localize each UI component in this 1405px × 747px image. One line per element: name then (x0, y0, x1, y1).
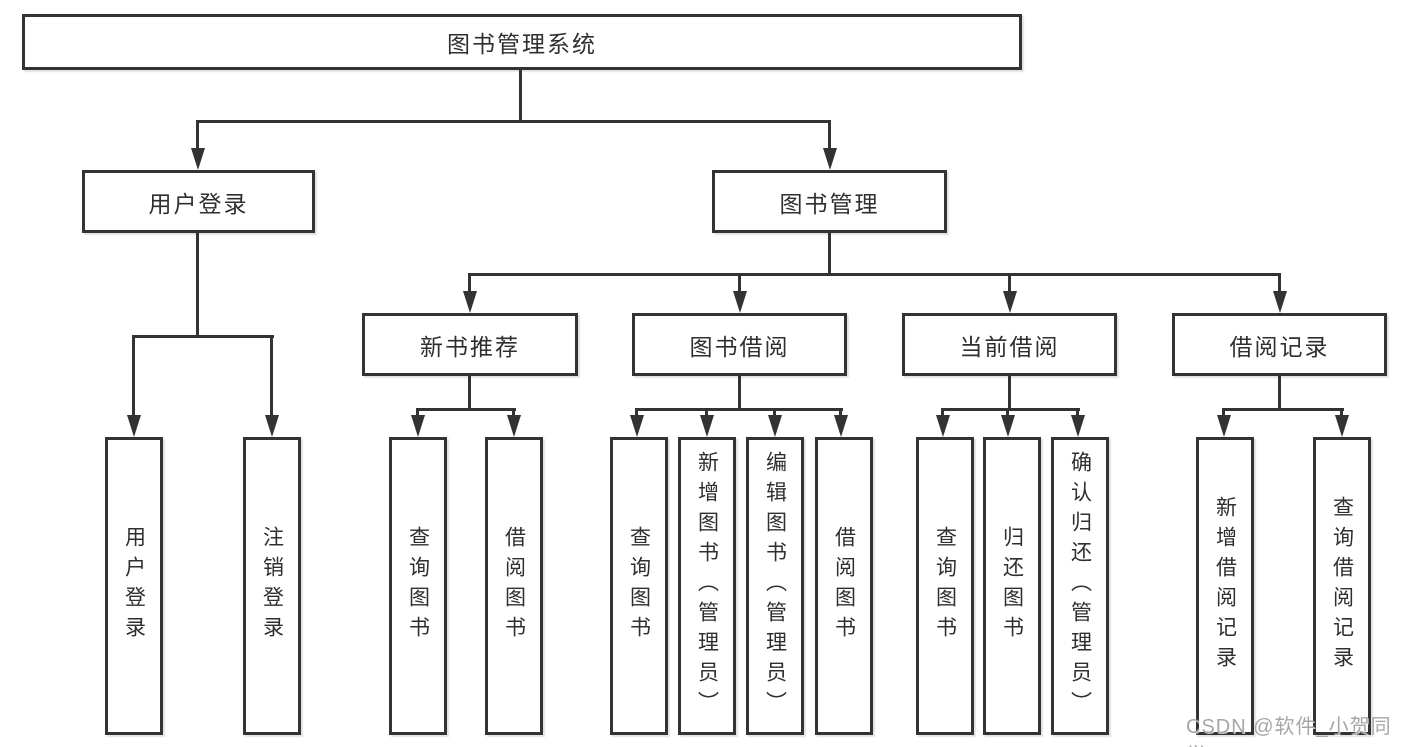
connector-root-stem (519, 70, 522, 122)
leaf-nb-borrow-books: 借阅图书 (485, 437, 543, 735)
connector-book-borrow-rail (635, 408, 843, 411)
leaf-cb-return-books-label: 归还图书 (1000, 526, 1024, 646)
connector-borrow-records-rail (1222, 408, 1344, 411)
leaf-nb-borrow-books-label: 借阅图书 (502, 526, 526, 646)
connector-user-login-stem (196, 233, 199, 337)
node-current-borrow: 当前借阅 (902, 313, 1117, 376)
arrow-cb-query (936, 415, 950, 437)
leaf-nb-query-books-label: 查询图书 (406, 526, 430, 646)
arrow-bb-borrow (834, 415, 848, 437)
connector-stub-leaf-logout (270, 335, 273, 417)
node-book-mgmt: 图书管理 (712, 170, 947, 233)
leaf-cb-query-books: 查询图书 (916, 437, 974, 735)
leaf-nb-query-books: 查询图书 (389, 437, 447, 735)
leaf-br-add-record: 新增借阅记录 (1196, 437, 1254, 735)
connector-stub-new-books (468, 273, 471, 294)
arrow-bb-add (700, 415, 714, 437)
node-new-books-label: 新书推荐 (420, 333, 520, 360)
leaf-bb-edit-books-admin-label: 编辑图书（管理员） (763, 451, 787, 721)
connector-stub-borrow-records (1278, 273, 1281, 294)
arrow-br-query (1335, 415, 1349, 437)
connector-stub-br-query (1340, 408, 1343, 418)
connector-stub-cb-confirm (1076, 408, 1079, 418)
connector-user-login-rail (132, 335, 274, 338)
leaf-user-login-label: 用户登录 (122, 526, 146, 646)
arrow-current-borrow (1003, 291, 1017, 313)
leaf-bb-add-books-admin-label: 新增图书（管理员） (695, 451, 719, 721)
connector-borrow-records-stem (1278, 376, 1281, 410)
node-root: 图书管理系统 (22, 14, 1022, 70)
leaf-bb-borrow-books: 借阅图书 (815, 437, 873, 735)
connector-level3-rail (468, 273, 1281, 276)
connector-current-borrow-rail (941, 408, 1080, 411)
node-borrow-records-label: 借阅记录 (1229, 333, 1330, 360)
connector-stub-book-mgmt (828, 120, 831, 152)
connector-stub-current-borrow (1008, 273, 1011, 294)
arrow-nb-borrow (507, 415, 521, 437)
node-book-borrow-label: 图书借阅 (689, 333, 790, 360)
arrow-user-login (191, 148, 205, 170)
connector-stub-nb-query (416, 408, 419, 418)
arrow-nb-query (411, 415, 425, 437)
node-borrow-records: 借阅记录 (1172, 313, 1387, 376)
connector-book-borrow-stem (738, 376, 741, 410)
connector-level2-rail (197, 120, 831, 123)
leaf-br-query-record: 查询借阅记录 (1313, 437, 1371, 735)
connector-stub-bb-query (635, 408, 638, 418)
node-book-borrow: 图书借阅 (632, 313, 847, 376)
connector-current-borrow-stem (1008, 376, 1011, 410)
node-user-login-label: 用户登录 (148, 190, 249, 217)
leaf-cb-confirm-return-admin-label: 确认归还（管理员） (1068, 451, 1092, 721)
connector-stub-nb-borrow (512, 408, 515, 418)
leaf-cb-return-books: 归还图书 (983, 437, 1041, 735)
csdn-watermark: CSDN @软件_小贺同学 (1186, 716, 1392, 747)
arrow-new-books (463, 291, 477, 313)
leaf-logout: 注销登录 (243, 437, 301, 735)
connector-stub-bb-edit (773, 408, 776, 418)
leaf-bb-add-books-admin: 新增图书（管理员） (678, 437, 736, 735)
leaf-bb-borrow-books-label: 借阅图书 (832, 526, 856, 646)
connector-stub-cb-return (1006, 408, 1009, 418)
arrow-borrow-records (1273, 291, 1287, 313)
arrow-leaf-login (127, 415, 141, 437)
connector-stub-br-add (1222, 408, 1225, 418)
connector-book-mgmt-stem (828, 233, 831, 275)
connector-stub-user-login (196, 120, 199, 152)
connector-stub-leaf-login (132, 335, 135, 417)
leaf-br-add-record-label: 新增借阅记录 (1213, 496, 1237, 676)
arrow-bb-query (630, 415, 644, 437)
arrow-cb-confirm (1071, 415, 1085, 437)
node-new-books: 新书推荐 (362, 313, 578, 376)
connector-stub-book-borrow (738, 273, 741, 294)
node-user-login: 用户登录 (82, 170, 315, 233)
connector-new-books-stem (468, 376, 471, 410)
arrow-leaf-logout (265, 415, 279, 437)
connector-stub-bb-add (705, 408, 708, 418)
leaf-br-query-record-label: 查询借阅记录 (1330, 496, 1354, 676)
leaf-bb-query-books-label: 查询图书 (627, 526, 651, 646)
arrow-bb-edit (768, 415, 782, 437)
node-root-label: 图书管理系统 (447, 31, 597, 57)
connector-stub-bb-borrow (839, 408, 842, 418)
leaf-bb-query-books: 查询图书 (610, 437, 668, 735)
connector-stub-cb-query (941, 408, 944, 418)
leaf-user-login: 用户登录 (105, 437, 163, 735)
arrow-cb-return (1001, 415, 1015, 437)
leaf-logout-label: 注销登录 (260, 526, 284, 646)
arrow-br-add (1217, 415, 1231, 437)
arrow-book-mgmt (823, 148, 837, 170)
connector-new-books-rail (416, 408, 516, 411)
node-book-mgmt-label: 图书管理 (779, 190, 880, 217)
leaf-cb-confirm-return-admin: 确认归还（管理员） (1051, 437, 1109, 735)
leaf-bb-edit-books-admin: 编辑图书（管理员） (746, 437, 804, 735)
leaf-cb-query-books-label: 查询图书 (933, 526, 957, 646)
node-current-borrow-label: 当前借阅 (959, 333, 1060, 360)
arrow-book-borrow (733, 291, 747, 313)
